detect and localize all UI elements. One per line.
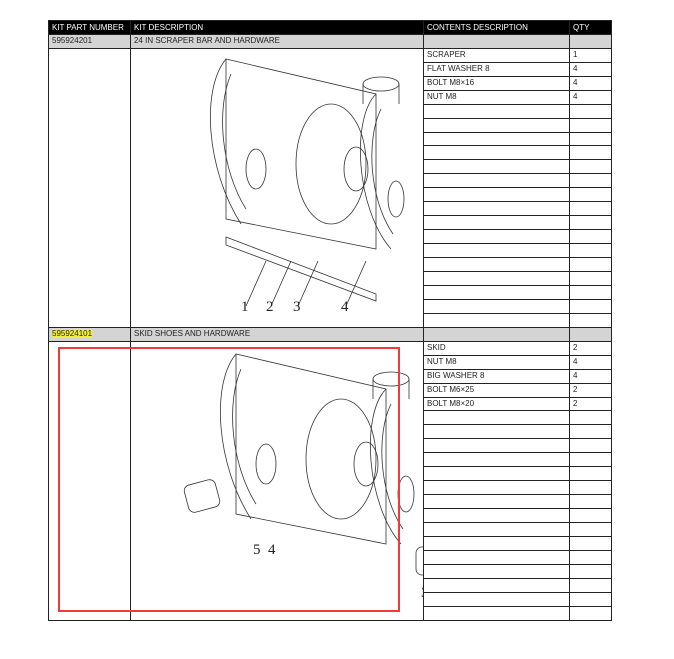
contents-row [49,466,612,482]
callout-label: 2 [266,299,274,315]
contents-description: SKID [423,340,570,356]
contents-description: BOLT M6×25 [423,382,570,398]
contents-description: FLAT WASHER 8 [423,61,570,77]
contents-description: SCRAPER [423,47,570,63]
contents-row [49,424,612,440]
contents-row [49,410,612,426]
exploded-diagram: 1 2 3 4 [209,58,405,315]
contents-row [49,312,612,328]
callout-label: 4 [341,299,349,315]
contents-qty: 4 [569,89,612,105]
contents-description: BIG WASHER 8 [423,368,570,384]
kit-image-left [48,47,131,328]
contents-description: NUT M8 [423,354,570,370]
contents-row [49,452,612,468]
contents-row [49,494,612,510]
contents-row [49,605,612,621]
contents-description: NUT M8 [423,89,570,105]
callout-label: 3 [293,299,301,315]
contents-row [49,577,612,593]
contents-row [49,480,612,496]
contents-row [49,270,612,286]
header-row: KIT PART NUMBER KIT DESCRIPTION CONTENTS… [48,20,612,35]
selection-box [58,347,400,612]
contents-qty: 2 [569,396,612,412]
contents-row [49,243,612,258]
kit-description: 24 IN SCRAPER BAR AND HARDWARE [130,34,424,49]
parts-kit-table: KIT PART NUMBER KIT DESCRIPTION CONTENTS… [48,20,612,621]
contents-qty: 2 [569,382,612,398]
kit-diagram: 1 2 3 4 [130,47,424,328]
contents-row [49,256,612,272]
contents-qty: 4 [569,354,612,370]
contents-qty: 4 [569,61,612,77]
kit-part-number[interactable]: 595924201 [48,34,131,49]
callout-label: 3 [421,585,424,601]
callout-label: 5 [253,542,261,558]
contents-row [49,103,612,119]
contents-row [49,298,612,314]
kit-image-left [48,340,131,621]
header-contents-description: CONTENTS DESCRIPTION [423,20,570,35]
header-kit-description: KIT DESCRIPTION [130,20,424,35]
header-qty: QTY [569,20,612,35]
contents-row [49,215,612,231]
contents-row [49,438,612,454]
contents-qty: 4 [569,75,612,91]
contents-qty: 4 [569,368,612,384]
kit-description: SKID SHOES AND HARDWARE [130,326,424,342]
kit-part-number[interactable]: 595924101 [48,326,131,342]
contents-qty: 1 [569,47,612,63]
contents-row [49,284,612,300]
contents-row [49,563,612,579]
contents-description: BOLT M8×16 [423,75,570,91]
callout-label: 4 [268,542,276,558]
contents-qty: 2 [569,340,612,356]
contents-description: BOLT M8×20 [423,396,570,412]
header-kit-part-number: KIT PART NUMBER [48,20,131,35]
callout-label: 1 [241,299,249,315]
